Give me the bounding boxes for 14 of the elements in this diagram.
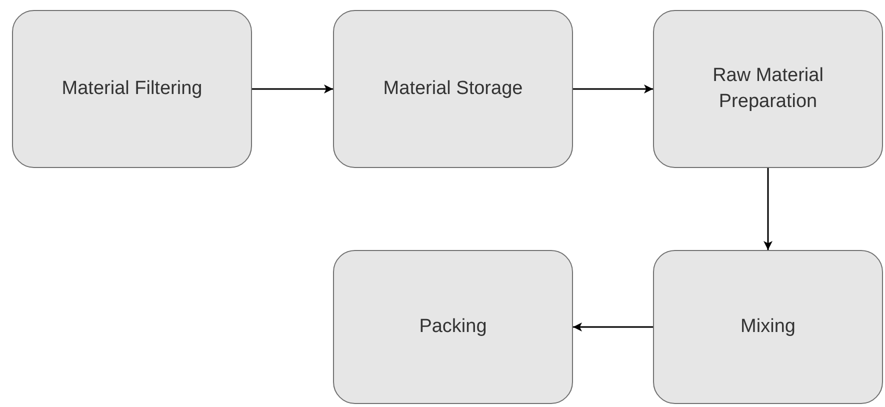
arrow [764,168,772,250]
arrow [252,84,333,94]
box-label: Packing [418,315,488,340]
process-box [333,10,573,168]
process-box [12,10,252,168]
process-box [653,10,883,168]
arrow [573,322,653,332]
arrow [573,84,653,94]
box-label: Material Filtering [60,77,204,102]
box-label: Material Storage [382,77,524,102]
box-label: Mixing [740,315,796,340]
process-box [653,250,883,404]
box-label: Raw Material Preparation [712,64,824,114]
process-box [333,250,573,404]
